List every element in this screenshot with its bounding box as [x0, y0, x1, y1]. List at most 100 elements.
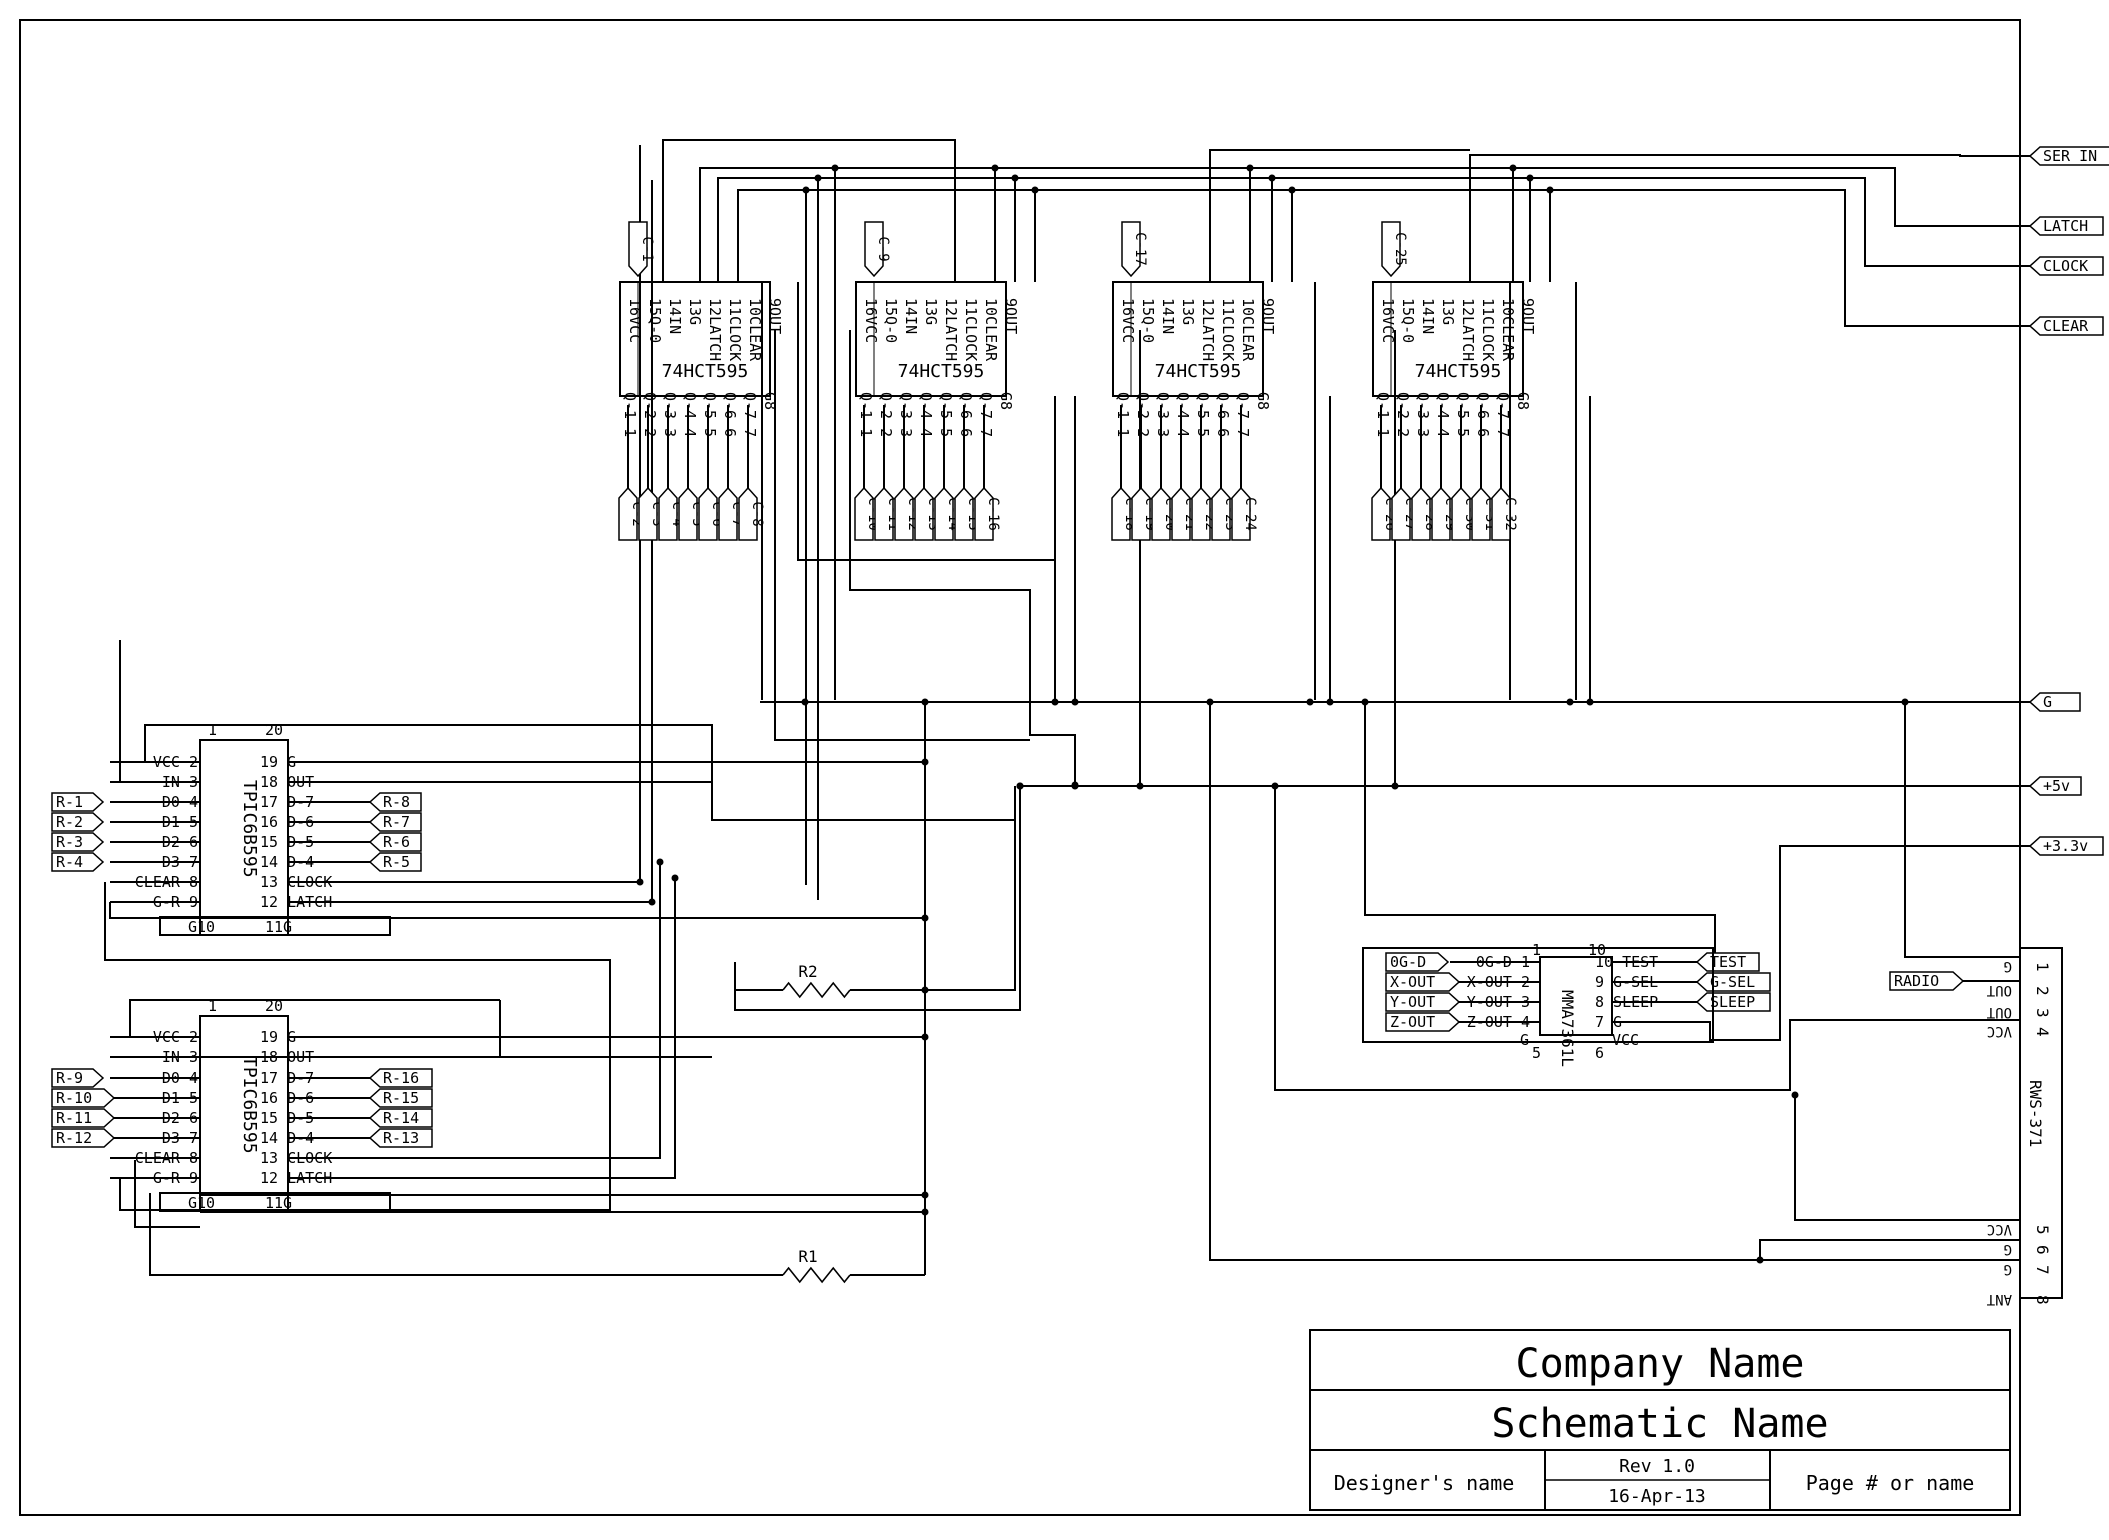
- junction-dots: [636, 164, 1909, 1264]
- pin-label: Q-3 3: [1154, 392, 1172, 437]
- pin-label: G-R 9: [153, 893, 198, 911]
- pin-label: G: [2004, 1261, 2012, 1277]
- designer-name: Designer's name: [1334, 1471, 1515, 1495]
- junction-dot: [1566, 698, 1574, 706]
- net-tag-label: Z-OUT: [1390, 1013, 1435, 1031]
- wire: [1209, 702, 2020, 1261]
- pin-label: D3 7: [162, 1129, 198, 1147]
- net-tag-label: CLEAR: [2043, 317, 2089, 335]
- net-tag-label: LATCH: [2043, 217, 2088, 235]
- junction-dot: [1031, 186, 1039, 194]
- pin-number: 2: [2033, 986, 2052, 996]
- junction-dot: [636, 878, 644, 886]
- pin-label: D1 5: [162, 1089, 198, 1107]
- pin-label: 14 D-4: [260, 1129, 314, 1147]
- pin-label: 15Q-0: [646, 298, 664, 343]
- output-tag: [1391, 486, 1411, 541]
- pin-label: Q-5 5: [1194, 392, 1212, 437]
- output-tag: [1471, 486, 1491, 541]
- output-tag: [874, 486, 894, 541]
- driver-tag: [51, 1108, 116, 1128]
- ic-name: TPIC6B595: [239, 1056, 260, 1154]
- net-tag-label: C-1: [639, 236, 655, 261]
- pin-label: 12LATCH: [942, 298, 960, 361]
- net-tag-label: R-13: [383, 1129, 419, 1147]
- pin-label: VCC 2: [153, 753, 198, 771]
- page-name: Page # or name: [1806, 1471, 1975, 1495]
- output-tag: [1131, 486, 1151, 541]
- net-tag-label: TEST: [1710, 953, 1746, 971]
- wire: [1794, 1095, 2020, 1221]
- pin-label: CLEAR 8: [135, 1149, 198, 1167]
- pin-label: 15Q-0: [1399, 298, 1417, 343]
- resistor-zigzag: [782, 1266, 851, 1284]
- pin-label: Q-5 5: [1454, 392, 1472, 437]
- wire: [129, 999, 500, 1037]
- junction-dot: [1546, 186, 1554, 194]
- driver-tag: [368, 812, 422, 832]
- wire: [849, 330, 1076, 786]
- radio-tag: [1889, 971, 1965, 991]
- wires: [104, 139, 2030, 1276]
- pin-label: 12LATCH: [1199, 298, 1217, 361]
- net-tag-label: R-7: [383, 813, 410, 831]
- junction-dot: [1526, 174, 1534, 182]
- junction-dot: [1791, 1091, 1799, 1099]
- junction-dot: [1271, 782, 1279, 790]
- port-p5v: [2028, 776, 2082, 796]
- wire: [1364, 702, 1716, 955]
- pin-number: 8: [2033, 1295, 2052, 1305]
- driver-tag: [51, 1128, 116, 1148]
- junction-dot: [1288, 186, 1296, 194]
- pin-label: 11G: [265, 918, 292, 936]
- pin-label: 13G: [1439, 298, 1457, 325]
- junction-dot: [671, 874, 679, 882]
- net-tag-label: R-12: [56, 1129, 92, 1147]
- output-tag: [914, 486, 934, 541]
- junction-dot: [921, 1191, 929, 1199]
- junction-dot: [1136, 782, 1144, 790]
- pin-label: Q-2 2: [1134, 392, 1152, 437]
- pin-label: 16VCC: [1119, 298, 1137, 343]
- pin-label: VCC: [1612, 1031, 1639, 1049]
- pin-number: 20: [265, 721, 283, 739]
- ground-strip: [159, 1192, 391, 1212]
- sheet-border: [19, 19, 2021, 1516]
- resistor-label: R1: [798, 1247, 817, 1266]
- net-tag-label: R-15: [383, 1089, 419, 1107]
- pin-number: 3: [2033, 1008, 2052, 1018]
- pin-label: 0G-D 1: [1476, 953, 1530, 971]
- ic-74hct595: [619, 281, 771, 397]
- net-tag-label: R-4: [56, 853, 83, 871]
- ic-name: RWS-371: [2026, 1080, 2045, 1147]
- pin-label: 11G: [265, 1194, 292, 1212]
- net-tag-label: X-OUT: [1390, 973, 1435, 991]
- pin-label: 11CLOCK: [1479, 298, 1497, 361]
- pin-label: 15 D-5: [260, 833, 314, 851]
- pin-label: G: [2004, 958, 2012, 974]
- wire: [144, 724, 1015, 821]
- output-tag: [974, 486, 994, 541]
- pin-label: Q-7 7: [1234, 392, 1252, 437]
- pin-label: Q-1 1: [621, 392, 639, 437]
- port-g: [2028, 692, 2081, 712]
- wire: [288, 180, 653, 903]
- driver-tag: [368, 1088, 433, 1108]
- pin-label: Y-OUT 3: [1467, 993, 1530, 1011]
- driver-tag: [51, 1088, 116, 1108]
- pin-label: 17 D-7: [260, 793, 314, 811]
- pin-label: 10CLEAR: [1239, 298, 1257, 362]
- net-tag-label: 0G-D: [1390, 953, 1426, 971]
- output-tag: [1231, 486, 1251, 541]
- wire: [1904, 702, 2020, 958]
- pin-label: Q-3 3: [1414, 392, 1432, 437]
- pin-label: G8: [1514, 392, 1532, 410]
- pin-label: Q-1 1: [1114, 392, 1132, 437]
- driver-tag: [368, 1108, 433, 1128]
- output-tag: [1491, 486, 1511, 541]
- port-ser: [2028, 146, 2109, 166]
- output-tag: [738, 486, 758, 541]
- wire: [717, 177, 2030, 282]
- pin-label: Q-1 1: [857, 392, 875, 437]
- pin-number: 20: [265, 997, 283, 1015]
